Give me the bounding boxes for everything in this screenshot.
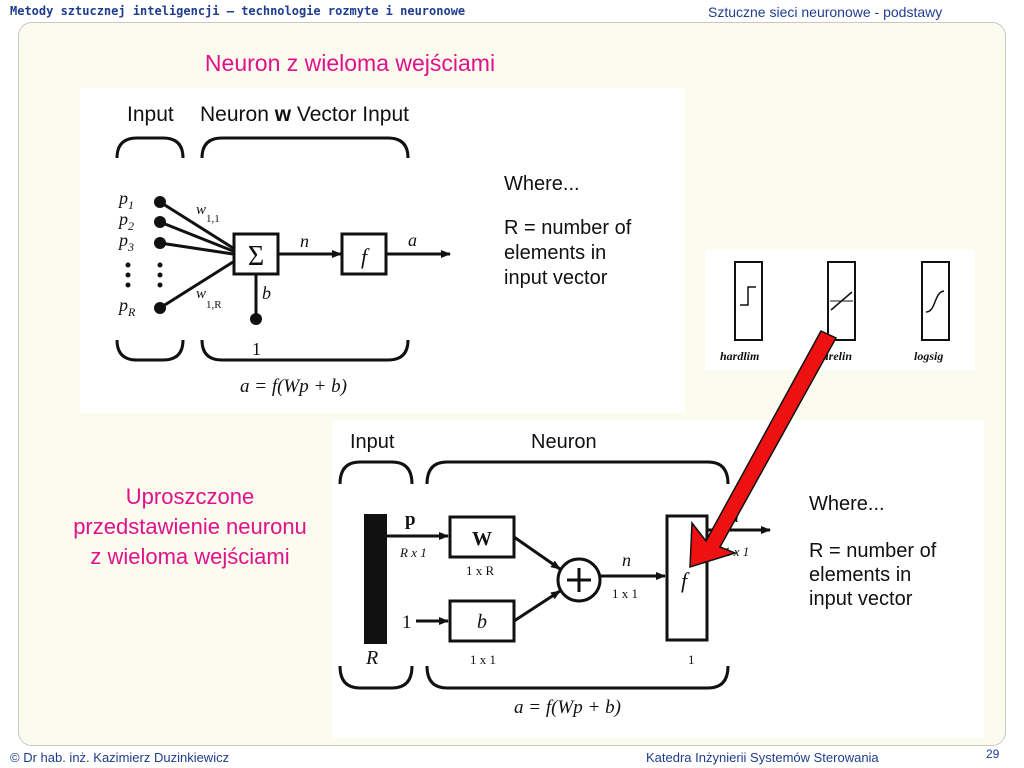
d2-R-label: R	[365, 647, 378, 669]
d2-neuron-brace-top	[425, 460, 730, 485]
simplified-neuron-caption: Uproszczone przedstawienie neuronu z wie…	[40, 482, 340, 572]
footer-department: Katedra Inżynierii Systemów Sterowania	[646, 750, 879, 765]
d1-sigma-symbol: Σ	[248, 241, 264, 272]
d2-where-line-1: R = number of	[809, 540, 937, 562]
d2-a-dim: 1 x 1	[724, 544, 749, 559]
d1-formula: a = f(Wp + b)	[240, 376, 347, 397]
caption-line-1: Uproszczone	[125, 484, 255, 509]
d2-n-dim: 1 x 1	[612, 586, 638, 601]
d2-neuron-brace-bottom	[425, 665, 730, 690]
d1-transfer-block	[340, 232, 388, 276]
footer-author: © Dr hab. inż. Kazimierz Duzinkiewicz	[10, 750, 230, 765]
d2-f-label: f	[681, 568, 690, 593]
d2-n-label: n	[622, 550, 631, 570]
d1-where-line-2: elements in	[504, 242, 606, 264]
caption-line-3: z wieloma wejściami	[90, 544, 290, 569]
logsig-label: logsig	[914, 349, 943, 363]
d2-input-brace-bottom	[338, 665, 414, 690]
d2-f-dim: 1	[688, 652, 695, 667]
d2-b-dim: 1 x 1	[470, 652, 496, 667]
d1-weight-lines	[159, 200, 234, 310]
red-pointer-arrow	[689, 330, 838, 569]
d1-f-label: f	[361, 244, 370, 269]
d2-W-to-sum-arrow	[513, 535, 561, 571]
d2-neuron-label: Neuron	[531, 431, 597, 453]
d1-where-line-1: R = number of	[504, 217, 632, 239]
d1-neuron-brace-bottom	[200, 339, 410, 362]
d1-where-line-3: input vector	[504, 267, 608, 289]
d1-bias-node	[250, 313, 262, 325]
d2-input-brace-top	[338, 460, 414, 485]
d1-where-title: Where...	[504, 173, 580, 195]
d1-ellipsis-nodes	[157, 262, 163, 288]
d2-W-label: W	[472, 528, 492, 550]
d2-one-label: 1	[402, 612, 412, 633]
d1-neuron-label: Neuron w Vector Input	[200, 103, 409, 126]
d2-where-line-2: elements in	[809, 564, 911, 586]
d2-W-dim: 1 x R	[466, 563, 495, 578]
d1-summation-block	[232, 232, 280, 276]
d2-where-title: Where...	[809, 493, 885, 515]
d2-where-line-3: input vector	[809, 588, 913, 610]
d2-input-label: Input	[350, 431, 395, 453]
section-title: Sztuczne sieci neuronowe - podstawy	[708, 4, 943, 20]
d2-input-vector-bar	[364, 514, 387, 644]
slide-title: Neuron z wieloma wejściami	[204, 50, 496, 76]
hardlim-label: hardlim	[720, 349, 759, 363]
d2-p-label: p	[405, 509, 416, 530]
d2-b-label: b	[477, 611, 487, 633]
d2-formula: a = f(Wp + b)	[514, 697, 621, 718]
d1-ellipsis-left	[125, 262, 131, 288]
page-number: 29	[986, 747, 1000, 761]
caption-line-2: przedstawienie neuronu	[73, 514, 307, 539]
d1-input-brace-top	[115, 136, 185, 159]
d1-a-label: a	[408, 230, 417, 250]
d1-input-brace-bottom	[115, 339, 185, 362]
d1-input-label: Input	[127, 103, 174, 126]
d1-b-label: b	[262, 283, 271, 303]
neuron-vector-input-diagram: Input Neuron w Vector Input p1 p2 p3 pR	[80, 88, 685, 413]
transfer-function-icons: hardlim purelin logsig	[705, 250, 975, 370]
d1-bias-one: 1	[252, 339, 261, 359]
d2-b-to-sum-arrow	[513, 589, 561, 623]
d2-p-dim: R x 1	[399, 545, 427, 560]
course-title: Metody sztucznej inteligencji – technolo…	[10, 4, 466, 18]
d1-neuron-brace-top	[200, 136, 410, 159]
simplified-neuron-diagram: Input Neuron R p R x 1 W 1 x R 1 b 1 x 1	[332, 420, 984, 738]
d1-n-label: n	[300, 231, 309, 251]
